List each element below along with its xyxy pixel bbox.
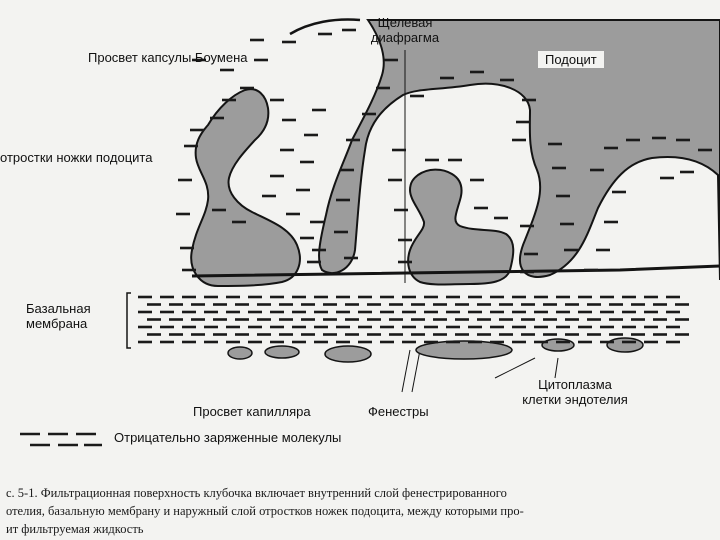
label-basal-membrane-line1: Базальная <box>26 301 91 316</box>
endothelial-fragment <box>325 346 371 362</box>
caption-line-3: ит фильтруемая жидкость <box>6 520 144 538</box>
label-slit-diaphragm-line1: Щелевая <box>358 15 452 30</box>
bowman-capsule-outline <box>290 20 360 34</box>
label-endothelial-cytoplasm-line1: Цитоплазма <box>500 377 650 392</box>
endothelium-pointer-1 <box>495 358 535 378</box>
foot-process-2 <box>408 170 513 285</box>
caption-line-2: отелия, базальную мембрану и наружный сл… <box>6 502 524 520</box>
caption-line-1: с. 5-1. Фильтрационная поверхность клубо… <box>6 484 507 502</box>
label-capillary-lumen: Просвет капилляра <box>193 404 311 419</box>
endothelial-fragment <box>228 347 252 359</box>
legend-dash-symbol <box>18 428 108 454</box>
label-podocyte: Подоцит <box>538 51 604 68</box>
label-endothelial-cytoplasm: Цитоплазма клетки эндотелия <box>500 377 650 407</box>
endothelial-fragment <box>416 341 512 359</box>
fenestrae-pointer-2 <box>412 350 420 392</box>
label-fenestrae: Фенестры <box>368 404 429 419</box>
endothelial-fragment <box>607 338 643 352</box>
fenestrae-pointer-1 <box>402 350 410 392</box>
label-negative-molecules: Отрицательно заряженные молекулы <box>114 430 341 445</box>
label-bowman-lumen: Просвет капсулы Боумена <box>88 50 247 65</box>
endothelial-fragment <box>265 346 299 358</box>
label-basal-membrane-line2: мембрана <box>26 316 91 331</box>
basal-membrane-bracket <box>127 293 131 348</box>
label-basal-membrane: Базальная мембрана <box>26 301 91 331</box>
label-foot-processes: отростки ножки подоцита <box>0 150 152 165</box>
podocyte-body <box>319 20 720 280</box>
label-slit-diaphragm-line2: диафрагма <box>358 30 452 45</box>
endothelium-pointer-2 <box>555 358 558 378</box>
label-slit-diaphragm: Щелевая диафрагма <box>358 15 452 45</box>
label-endothelial-cytoplasm-line2: клетки эндотелия <box>500 392 650 407</box>
foot-process-1 <box>191 89 300 286</box>
